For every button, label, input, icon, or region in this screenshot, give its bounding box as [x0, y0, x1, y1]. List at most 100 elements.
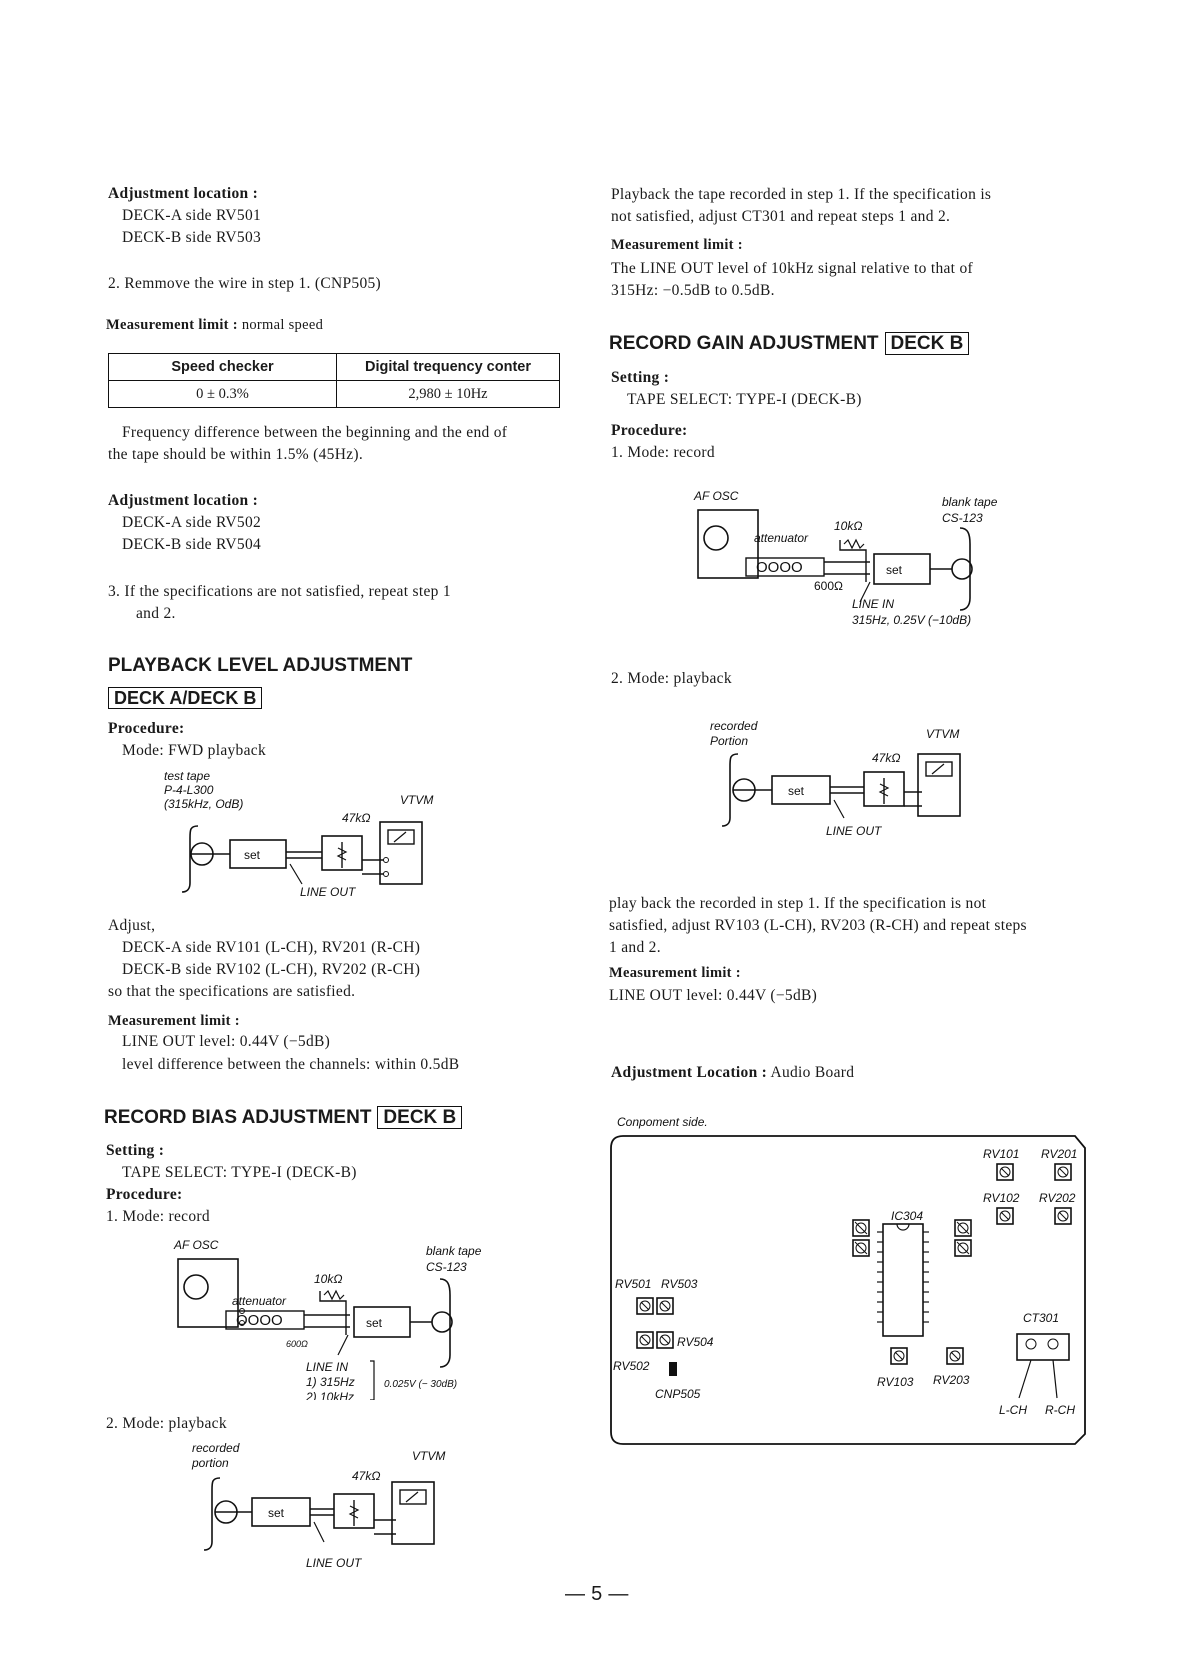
procedure-label: Procedure:: [611, 422, 688, 439]
diagram-label: LINE IN: [852, 597, 894, 611]
board-label: RV103: [877, 1375, 914, 1389]
diagram-label: attenuator: [232, 1294, 287, 1308]
mode-text: Mode: FWD playback: [122, 742, 267, 759]
adjustment-line: DECK-A side RV501: [122, 207, 262, 224]
board-label: RV203: [933, 1373, 970, 1387]
adjustment-location-label: Adjustment Location :: [611, 1064, 768, 1081]
adjustment-location-line: Adjustment Location : Audio Board: [611, 1062, 854, 1084]
board-label: RV502: [613, 1359, 650, 1373]
trimmer-icon: [996, 1207, 1014, 1225]
deck-box: DECK A/DECK B: [108, 687, 263, 709]
table-cell: 2,980 ± 10Hz: [336, 380, 560, 408]
adjustment-location-value: Audio Board: [770, 1064, 855, 1081]
procedure-label: Procedure:: [106, 1186, 183, 1203]
diagram-label: LINE IN: [306, 1360, 348, 1374]
measurement-limit-label: Measurement limit :: [611, 237, 743, 253]
diagram-label: VTVM: [926, 727, 959, 741]
record-bias-diagram-record: AF OSC blank tape CS-123 10kΩ attenuator…: [173, 1238, 482, 1400]
set-label: set: [244, 848, 261, 862]
play-back-text-line: play back the recorded in step 1. If the…: [609, 895, 987, 912]
diagram-label: 10kΩ: [314, 1272, 342, 1286]
diagram-label: AF OSC: [173, 1238, 219, 1252]
diagram-label: 47kΩ: [352, 1469, 380, 1483]
diagram-label: 47kΩ: [342, 811, 370, 825]
diagram-label: portion: [191, 1456, 229, 1470]
ct301-trimmer: [1016, 1333, 1070, 1361]
measurement-limit-label: Measurement limit :: [108, 1013, 240, 1029]
play-back-text-line: satisfied, adjust RV103 (L-CH), RV203 (R…: [609, 917, 1027, 934]
diagram-label: blank tape: [942, 495, 998, 509]
diagram-label: Portion: [710, 734, 748, 748]
trimmer-icon: [656, 1297, 674, 1315]
table-cell: 0 ± 0.3%: [108, 380, 337, 408]
trimmer-icon: [954, 1219, 972, 1237]
table-header: Speed checker: [108, 353, 337, 381]
adjustment-line: DECK-B side RV503: [122, 229, 262, 246]
diagram-label: 315Hz, 0.25V (−10dB): [852, 613, 971, 627]
frequency-text-line: Frequency difference between the beginni…: [122, 424, 508, 441]
adjustment-location-heading: Adjustment location :: [108, 185, 259, 202]
setting-label: Setting :: [611, 369, 670, 386]
diagram-label: CS-123: [942, 511, 983, 525]
step-2-text: 2. Remmove the wire in step 1. (CNP505): [108, 275, 382, 292]
board-label: RV503: [661, 1277, 698, 1291]
diagram-label: test tape: [164, 769, 210, 783]
measurement-line: LINE OUT level: 0.44V (−5dB): [122, 1033, 331, 1050]
diagram-label: 600Ω: [286, 1339, 308, 1349]
adjust-text: DECK-B side RV102 (L-CH), RV202 (R-CH): [122, 961, 421, 978]
diagram-label: 2) 10kHz: [305, 1390, 354, 1400]
playback-level-diagram: test tape P-4-L300 (315kHz, OdB) VTVM 47…: [164, 769, 433, 899]
trimmer-icon: [656, 1331, 674, 1349]
trimmer-icon: [1054, 1207, 1072, 1225]
page-number: — 5 —: [565, 1583, 629, 1605]
board-label: RV501: [615, 1277, 651, 1291]
frequency-text-line: the tape should be within 1.5% (45Hz).: [108, 446, 364, 463]
diagram-label: CS-123: [426, 1260, 467, 1274]
playback-level-title: PLAYBACK LEVEL ADJUSTMENT: [108, 655, 413, 676]
ic304-chip: [882, 1223, 924, 1337]
table-header: Digital trequency conter: [336, 353, 560, 381]
board-label: IC304: [891, 1209, 923, 1223]
adjustment-line: DECK-B side RV504: [122, 536, 262, 553]
set-label: set: [366, 1316, 383, 1330]
deck-box: DECK B: [377, 1106, 463, 1129]
trimmer-icon: [996, 1163, 1014, 1181]
record-bias-title-text: RECORD BIAS ADJUSTMENT: [104, 1107, 372, 1128]
playback-text-line: Playback the tape recorded in step 1. If…: [611, 186, 992, 203]
board-label: RV201: [1041, 1147, 1077, 1161]
measurement-limit-line: Measurement limit : normal speed: [106, 314, 323, 336]
record-gain-diagram-record: AF OSC blank tape CS-123 10kΩ attenuator…: [693, 489, 998, 627]
adjustment-line: DECK-A side RV502: [122, 514, 262, 531]
measurement-line: 315Hz: −0.5dB to 0.5dB.: [611, 282, 775, 299]
diagram-label: 0.025V (− 30dB): [384, 1379, 457, 1390]
record-bias-diagram-playback: recorded portion VTVM 47kΩ set LINE OUT: [191, 1441, 445, 1570]
diagram-label: VTVM: [412, 1449, 445, 1463]
diagram-label: AF OSC: [693, 489, 739, 503]
board-label: RV202: [1039, 1191, 1076, 1205]
trimmer-icon: [890, 1347, 908, 1365]
diagram-label: 47kΩ: [872, 751, 900, 765]
line-out-label: LINE OUT: [306, 1556, 363, 1570]
measurement-line: level difference between the channels: w…: [122, 1056, 460, 1073]
diagram-label: blank tape: [426, 1244, 482, 1258]
diagram-label: 10kΩ: [834, 519, 862, 533]
record-gain-title-text: RECORD GAIN ADJUSTMENT: [609, 333, 879, 354]
record-gain-diagram-playback: recorded Portion VTVM 47kΩ set LINE OUT: [710, 719, 961, 838]
board-label: CNP505: [655, 1387, 701, 1401]
trimmer-icon: [636, 1297, 654, 1315]
deck-label: DECK A/DECK B: [102, 687, 263, 709]
board-label: RV101: [983, 1147, 1019, 1161]
speed-spec-table: Speed checker Digital trequency conter 0…: [108, 353, 560, 408]
board-label: RV102: [983, 1191, 1020, 1205]
audio-board-layout: Conpoment side. RV101 RV201 RV102 RV202 …: [610, 1115, 1086, 1445]
setting-label: Setting :: [106, 1142, 165, 1159]
board-label: R-CH: [1045, 1403, 1075, 1417]
svg-text:ΟΟΟΟ: ΟΟΟΟ: [236, 1312, 283, 1329]
diagram-label: 1) 315Hz: [306, 1375, 355, 1389]
set-label: set: [788, 784, 805, 798]
adjustment-location-heading: Adjustment location :: [108, 492, 259, 509]
diagram-label: attenuator: [754, 531, 809, 545]
